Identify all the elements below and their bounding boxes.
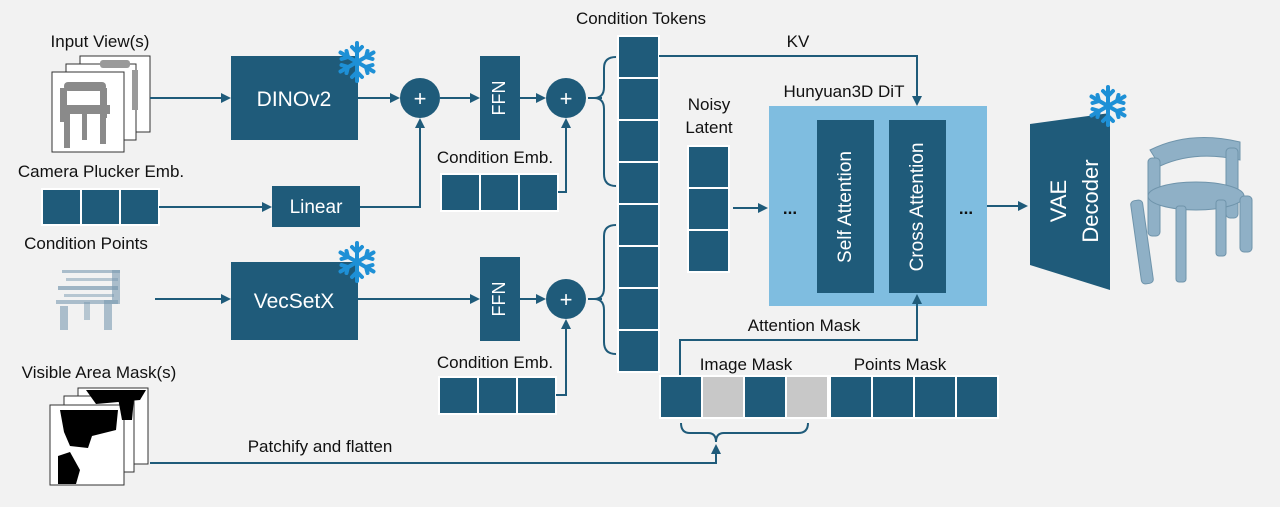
noisy-label: Noisy: [688, 95, 731, 114]
cond-emb-top-label: Condition Emb.: [437, 148, 553, 167]
flow-connectors: [150, 56, 617, 396]
condition-tokens-label: Condition Tokens: [576, 9, 706, 28]
plus-label: +: [560, 86, 573, 111]
ffn-bottom-label: FFN: [489, 282, 509, 317]
input-views-label: Input View(s): [51, 32, 150, 51]
linear-label: Linear: [290, 197, 343, 218]
dino-label: DINOv2: [257, 88, 332, 111]
ffn-bottom-block: [480, 257, 520, 341]
vae-label: VAE: [1046, 180, 1071, 222]
plus-label: +: [560, 287, 573, 312]
attention-mask-label: Attention Mask: [748, 316, 861, 335]
dit-panel: [769, 106, 987, 306]
visible-mask-label: Visible Area Mask(s): [22, 363, 177, 382]
condition-tokens-column: [617, 35, 660, 373]
attention-mask-connector: [679, 294, 922, 376]
points-mask-label: Points Mask: [854, 355, 947, 374]
condition-points-label: Condition Points: [24, 234, 148, 253]
latent-label: Latent: [685, 118, 733, 137]
plus-node: [546, 78, 586, 118]
cond-emb-bottom-tokens: [438, 376, 557, 415]
plus-node: [546, 279, 586, 319]
plus-label: +: [414, 86, 427, 111]
plus-node: [400, 78, 440, 118]
cond-emb-top-tokens: [440, 173, 559, 212]
self-attention-block: [817, 120, 874, 293]
camera-emb-label: Camera Plucker Emb.: [18, 162, 184, 181]
image-mask-brace: [680, 422, 809, 443]
camera-emb-tokens: [41, 188, 160, 226]
ellipsis-left: ...: [783, 199, 797, 218]
ffn-top-block: [480, 56, 520, 140]
patchify-label: Patchify and flatten: [248, 437, 393, 456]
linear-block: [272, 186, 360, 227]
kv-connector: [659, 55, 922, 106]
vae-decoder-block: [1030, 113, 1110, 290]
image-mask-label: Image Mask: [700, 355, 793, 374]
noisy-latent-tokens: [687, 145, 730, 273]
patchify-connector: [150, 444, 721, 464]
self-attention-label: Self Attention: [835, 151, 856, 263]
mask-image-icon: [49, 387, 149, 486]
cond-emb-bottom-label: Condition Emb.: [437, 353, 553, 372]
mask-token-row: [659, 375, 999, 419]
dino-block: [231, 56, 358, 140]
ellipsis-right: ...: [959, 199, 973, 218]
ffn-top-label: FFN: [489, 81, 509, 116]
vecset-label: VecSetX: [254, 290, 335, 313]
kv-label: KV: [787, 32, 810, 51]
dit-title: Hunyuan3D DiT: [784, 82, 905, 101]
chair-icon: [1130, 137, 1253, 285]
cross-attention-block: [889, 120, 946, 293]
point-cloud-icon: [56, 270, 120, 330]
vecset-block: [231, 262, 358, 340]
chair-icon: [51, 55, 151, 153]
decoder-label: Decoder: [1078, 159, 1103, 242]
cross-attention-label: Cross Attention: [907, 143, 928, 272]
